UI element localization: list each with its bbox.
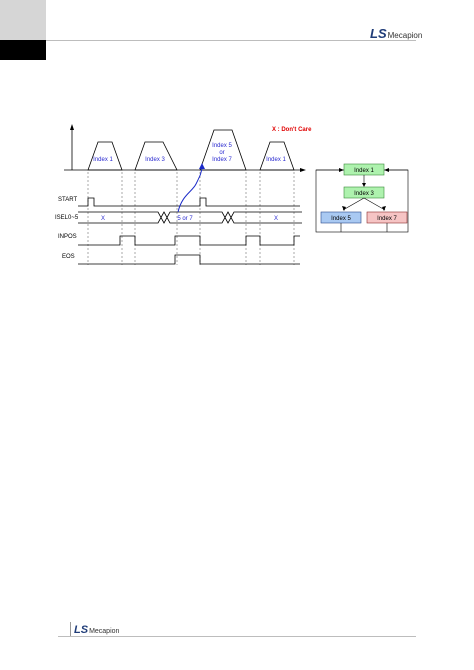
brand-logo: LS Mecapion xyxy=(370,26,422,41)
footer-tick xyxy=(70,622,71,636)
signal-isel-label: ISEL0~5 xyxy=(55,215,79,221)
profile-label-2: Index 3 xyxy=(145,157,165,163)
profile-label-1: Index 1 xyxy=(93,157,113,163)
inpos-waveform xyxy=(78,235,300,246)
footer-brand-mark: LS xyxy=(74,624,89,636)
flow-node-index3-label: Index 3 xyxy=(354,191,374,197)
profile-label-4: Index 1 xyxy=(266,157,286,163)
flow-node-index5-label: Index 5 xyxy=(331,216,351,222)
signal-eos-label: EOS xyxy=(62,254,75,260)
isel-bus xyxy=(78,211,302,224)
signal-start-label: START xyxy=(58,197,77,203)
selection-arrow xyxy=(177,165,203,213)
dont-care-note: X : Don't Care xyxy=(272,127,312,133)
isel-value-last: X xyxy=(274,216,278,222)
isel-value-first: X xyxy=(101,216,105,222)
brand-mark: LS xyxy=(370,26,387,41)
isel-value-middle: 5 or 7 xyxy=(177,216,193,222)
start-waveform xyxy=(78,197,300,207)
signal-inpos-label: INPOS xyxy=(58,234,77,240)
footer-rule xyxy=(58,636,416,637)
chapter-tab xyxy=(0,0,46,60)
eos-waveform xyxy=(78,254,300,265)
flow-node-index7-label: Index 7 xyxy=(377,216,397,222)
flow-arrows xyxy=(316,169,408,232)
brand-name: Mecapion xyxy=(387,31,423,40)
header-rule xyxy=(46,40,416,41)
footer-brand-name: Mecapion xyxy=(89,628,120,635)
footer-brand-logo: LS Mecapion xyxy=(74,624,119,636)
flow-node-index1-label: Index 1 xyxy=(354,168,374,174)
